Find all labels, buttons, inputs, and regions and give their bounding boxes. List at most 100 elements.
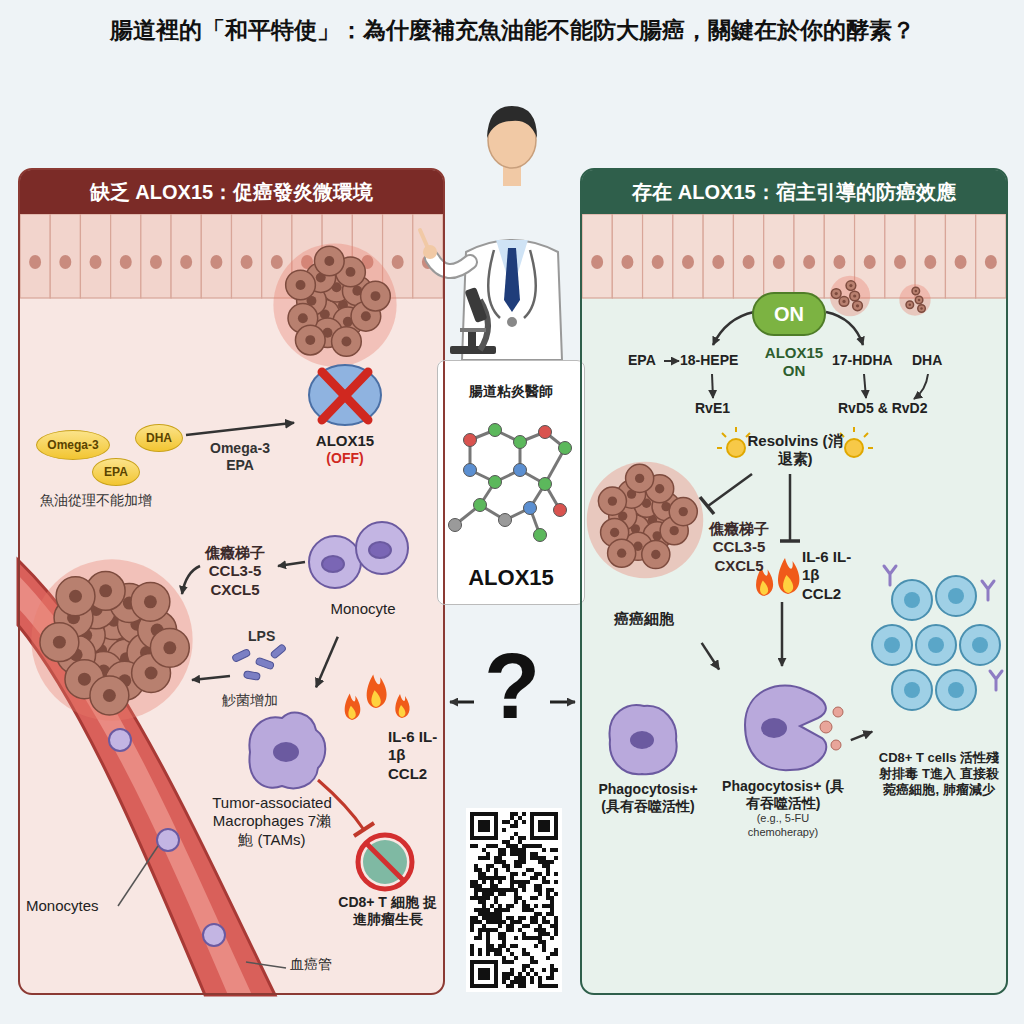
qr-module bbox=[486, 920, 490, 924]
connector-arrow bbox=[316, 637, 338, 687]
qr-finder bbox=[474, 816, 494, 836]
qr-module bbox=[470, 844, 474, 848]
svg-circle bbox=[936, 670, 976, 710]
tumor-cell bbox=[918, 305, 926, 313]
svg-circle bbox=[972, 637, 988, 653]
svg-circle bbox=[363, 840, 407, 884]
tumor-glow bbox=[899, 284, 930, 315]
atom bbox=[449, 519, 462, 532]
center-box: 腸道粘炎醫師ALOX15 bbox=[437, 360, 585, 605]
qr-module bbox=[514, 852, 518, 856]
qr-module bbox=[554, 892, 558, 896]
qr-module bbox=[530, 956, 534, 960]
cell-nucleus bbox=[773, 255, 785, 269]
qr-module bbox=[506, 904, 510, 908]
qr-module bbox=[550, 888, 554, 892]
tumor-nucleus bbox=[635, 474, 644, 483]
text-label: 17-HDHA bbox=[832, 352, 902, 369]
qr-module bbox=[482, 928, 486, 932]
cell-nucleus bbox=[864, 255, 876, 269]
qr-module bbox=[538, 924, 542, 928]
qr-module bbox=[518, 848, 522, 852]
arrow bbox=[192, 676, 230, 680]
qr-module bbox=[502, 972, 506, 976]
qr-module bbox=[494, 844, 498, 848]
qr-module bbox=[550, 908, 554, 912]
qr-module bbox=[546, 860, 550, 864]
node-text: ALOX15 bbox=[300, 432, 390, 450]
qr-module bbox=[510, 984, 514, 988]
qr-module bbox=[554, 924, 558, 928]
svg-rect bbox=[465, 287, 488, 323]
qr-module bbox=[494, 884, 498, 888]
qr-module bbox=[502, 944, 506, 948]
qr-module bbox=[534, 936, 538, 940]
svg-rect bbox=[460, 328, 486, 332]
qr-module bbox=[498, 948, 502, 952]
arrow bbox=[182, 566, 200, 594]
svg-circle bbox=[904, 682, 920, 698]
tumor-nucleus bbox=[99, 584, 112, 597]
node-text: (e.g., 5-FU chemoherapy) bbox=[721, 812, 845, 839]
qr-module bbox=[534, 876, 538, 880]
qr-module bbox=[518, 816, 522, 820]
svg-line bbox=[864, 433, 868, 437]
qr-module bbox=[546, 956, 550, 960]
atom bbox=[514, 436, 527, 449]
tumor-nucleus bbox=[655, 484, 664, 493]
qr-module bbox=[510, 920, 514, 924]
qr-module bbox=[478, 896, 482, 900]
epithelial-cell bbox=[171, 214, 201, 298]
cell-nucleus bbox=[652, 255, 664, 269]
qr-module bbox=[542, 948, 546, 952]
qr-module bbox=[526, 868, 530, 872]
qr-module bbox=[494, 876, 498, 880]
qr-module bbox=[546, 892, 550, 896]
qr-module bbox=[474, 896, 478, 900]
qr-module bbox=[478, 936, 482, 940]
qr-module bbox=[510, 848, 514, 852]
qr-module bbox=[542, 984, 546, 988]
qr-module bbox=[518, 884, 522, 888]
tumor-nucleus bbox=[296, 280, 306, 290]
svg-ellipse bbox=[369, 542, 391, 558]
text-label: Resolvins (消退素) bbox=[746, 432, 844, 469]
epithelial-cell bbox=[976, 214, 1006, 298]
epithelial-cell bbox=[703, 214, 733, 298]
tam-node: Tumor-associated Macrophages 7瀨鮑 (TAMs) bbox=[208, 690, 336, 890]
qr-module bbox=[482, 924, 486, 928]
epithelial-cell bbox=[673, 214, 703, 298]
qr-module bbox=[510, 968, 514, 972]
cell-nucleus bbox=[743, 255, 755, 269]
qr-module bbox=[554, 968, 558, 972]
cell-nucleus bbox=[985, 255, 997, 269]
svg-circle bbox=[916, 625, 956, 665]
qr-module bbox=[506, 924, 510, 928]
flame bbox=[345, 694, 361, 720]
qr-module bbox=[498, 916, 502, 920]
qr-module bbox=[510, 876, 514, 880]
qr-module bbox=[506, 844, 510, 848]
svg-line bbox=[322, 372, 368, 420]
qr-module bbox=[510, 872, 514, 876]
qr-module bbox=[502, 860, 506, 864]
qr-module bbox=[514, 872, 518, 876]
atom bbox=[489, 476, 502, 489]
qr-module bbox=[510, 952, 514, 956]
svg-circle bbox=[845, 439, 863, 457]
qr-module bbox=[522, 968, 526, 972]
qr-module bbox=[546, 932, 550, 936]
qr-module bbox=[526, 844, 530, 848]
cell-nucleus bbox=[392, 255, 404, 269]
svg-circle bbox=[309, 536, 361, 588]
qr-module bbox=[530, 844, 534, 848]
tumor-cell bbox=[598, 487, 626, 515]
qr-module bbox=[494, 872, 498, 876]
macrophage-node: Phagocytosis+ (具有吞噬活性)(e.g., 5-FU chemoh… bbox=[718, 672, 848, 862]
flame-core bbox=[399, 705, 406, 717]
qr-module bbox=[522, 932, 526, 936]
qr-finder bbox=[534, 816, 554, 836]
qr-module bbox=[550, 984, 554, 988]
qr-module bbox=[498, 908, 502, 912]
tumor-nucleus bbox=[371, 291, 381, 301]
